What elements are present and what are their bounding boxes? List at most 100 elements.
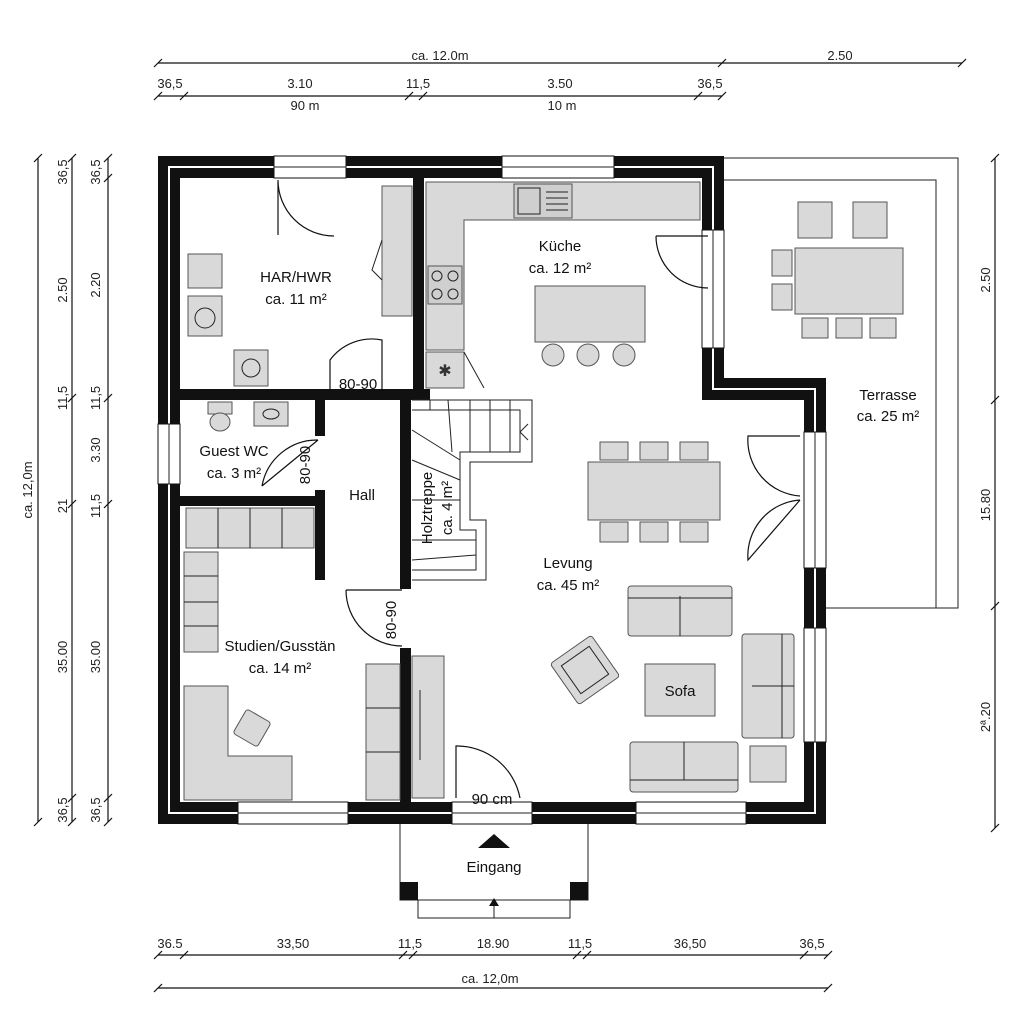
dim-top-seg-4: 3.50 xyxy=(547,76,572,91)
dryer xyxy=(233,349,269,387)
left-dimensions: ca. 12,0m 36,5 2.50 11,5 21 35.00 36,5 3… xyxy=(20,153,113,827)
door-swing xyxy=(455,745,521,799)
dining-chair xyxy=(679,441,709,461)
bar-stool xyxy=(576,343,600,367)
dim-top-total: ca. 12.0m xyxy=(411,48,468,63)
washbasin xyxy=(253,401,289,427)
door-swing xyxy=(747,499,801,562)
dining-chair xyxy=(599,521,629,543)
dim-right-2: 15.80 xyxy=(978,489,993,522)
walls xyxy=(158,156,826,824)
room-name-studien: Studien/Gusstän xyxy=(225,638,336,655)
shelf xyxy=(381,185,413,317)
wardrobe xyxy=(365,663,401,801)
dim-left-outer-1: 36,5 xyxy=(55,159,70,184)
kitchen-island xyxy=(534,285,646,343)
room-name-guest: Guest WC xyxy=(199,443,268,460)
entrance-arrow-icon xyxy=(478,834,510,848)
dim-top-seg-3: 11,5 xyxy=(406,76,430,91)
dim-top-seg-2: 3.10 xyxy=(287,76,312,91)
room-studien: Studien/Gusstän ca. 14 m² xyxy=(183,507,401,801)
terrace-chair xyxy=(835,317,863,339)
armchair xyxy=(550,635,620,705)
room-area-studien: ca. 14 m² xyxy=(249,660,312,677)
dim-left-top-wall: 36,5 xyxy=(88,159,103,184)
dim-left-outer-4: 21 xyxy=(55,499,70,513)
side-table xyxy=(749,745,787,783)
dim-left-outer-5: 35.00 xyxy=(55,641,70,674)
room-levung: Sofa Levung ca. 45 m² xyxy=(537,441,795,793)
coffee-table xyxy=(644,663,716,717)
room-name-hall: Hall xyxy=(349,487,375,504)
dim-left-inner-5: 36,5 xyxy=(88,797,103,822)
dim-bottom-seg-7: 36,5 xyxy=(799,936,824,951)
bottom-dimensions: 36.5 33,50 11,5 18.90 11,5 36,50 36,5 ca… xyxy=(153,936,833,993)
door-swing xyxy=(655,235,709,289)
dining-table xyxy=(587,461,721,521)
terrace-chair xyxy=(771,249,793,277)
dining-chair xyxy=(639,441,669,461)
svg-text:✱: ✱ xyxy=(438,363,451,380)
staircase: Holztreppe ca. 4 m² xyxy=(411,399,533,581)
terrace-chair xyxy=(801,317,829,339)
dim-left-inner-2: 3.30 xyxy=(88,437,103,462)
toilet-tank xyxy=(207,401,233,415)
door-swing xyxy=(277,179,335,237)
desk xyxy=(183,685,293,801)
dim-left-outer-2: 2.50 xyxy=(55,277,70,302)
room-name-har: HAR/HWR xyxy=(260,269,332,286)
dim-right-3: 2ª.20 xyxy=(978,702,993,732)
dim-bottom-seg-2: 33,50 xyxy=(277,936,310,951)
terrace-chair xyxy=(797,201,833,239)
sofa-label: Sofa xyxy=(665,683,697,700)
cooktop xyxy=(427,265,463,305)
room-guest-wc: Guest WC ca. 3 m² xyxy=(199,401,289,482)
door-swing xyxy=(345,589,403,647)
washing-machine xyxy=(187,295,223,337)
dim-left-outer-6: 36,5 xyxy=(55,797,70,822)
sink xyxy=(513,183,573,219)
dining-chair xyxy=(679,521,709,543)
dim-right-1: 2.50 xyxy=(978,267,993,292)
fridge xyxy=(425,351,465,389)
dim-left-inner-wall: 11,5 xyxy=(88,386,103,410)
room-area-guest: ca. 3 m² xyxy=(207,465,261,482)
door-swing xyxy=(329,338,383,394)
dim-bottom-seg-3: 11,5 xyxy=(398,936,422,951)
terrace-table xyxy=(794,247,904,315)
terrace-chair xyxy=(771,283,793,311)
dim-top-seg-5: 36,5 xyxy=(697,76,722,91)
bar-stool xyxy=(541,343,565,367)
hall-wardrobe xyxy=(411,655,445,799)
dim-left-outer-3: 11,5 xyxy=(55,386,70,410)
door-label-har: 80-90 xyxy=(339,376,377,393)
door-label-guest: 80-90 xyxy=(297,446,314,484)
dim-bottom-seg-5: 11,5 xyxy=(568,936,592,951)
room-kueche: ✱ Küche ca. 12 m² xyxy=(425,181,701,389)
office-chair xyxy=(233,709,271,747)
appliance xyxy=(187,253,223,289)
room-area-kueche: ca. 12 m² xyxy=(529,260,592,277)
dim-top-sub-1: 90 m xyxy=(291,98,320,113)
terrace-chair xyxy=(869,317,897,339)
room-name-kueche: Küche xyxy=(539,238,582,255)
terrace-chair xyxy=(852,201,888,239)
dim-top-seg-1: 36,5 xyxy=(157,76,182,91)
door-label-studien: 80-90 xyxy=(383,601,400,639)
room-area-terrasse: ca. 25 m² xyxy=(857,408,920,425)
room-name-levung: Levung xyxy=(543,555,592,572)
door-label-entry: 90 cm xyxy=(472,791,513,808)
dim-left-inner-1: 2.20 xyxy=(88,272,103,297)
toilet xyxy=(209,412,231,432)
windows xyxy=(157,155,827,825)
dim-bottom-seg-4: 18.90 xyxy=(477,936,510,951)
bar-stool xyxy=(612,343,636,367)
room-area-levung: ca. 45 m² xyxy=(537,577,600,594)
entrance: Eingang xyxy=(399,824,589,919)
door-swing xyxy=(747,435,801,497)
dim-left-inner-3: 11,5 xyxy=(88,494,103,518)
room-area-treppe: ca. 4 m² xyxy=(439,481,456,535)
dining-chair xyxy=(639,521,669,543)
dim-top-sub-2: 10 m xyxy=(548,98,577,113)
